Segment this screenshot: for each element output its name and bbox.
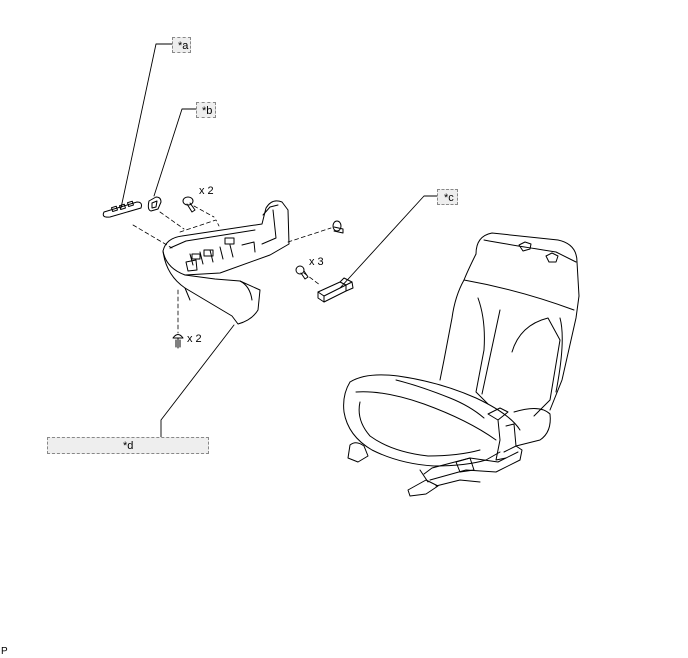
quantity-upper-screws: x 2 <box>199 185 214 197</box>
assembly-lines <box>132 205 332 334</box>
image-id: P <box>1 646 8 657</box>
connector-c <box>317 277 354 303</box>
callout-c-label: *c <box>437 189 458 205</box>
leader-lines <box>120 43 438 438</box>
leader-d <box>160 324 235 438</box>
callout-a-text: *a <box>178 40 189 52</box>
switch-knob-b <box>147 196 162 212</box>
screw-upper <box>182 196 196 213</box>
seat-side-shield-d <box>162 200 290 325</box>
leader-c <box>339 195 438 289</box>
callout-c-text: *c <box>444 192 454 204</box>
screw-lower <box>172 334 184 349</box>
callout-a-label: *a <box>172 37 191 53</box>
callout-b-text: *b <box>202 105 213 117</box>
callout-d-label: *d <box>47 437 209 454</box>
seat-assembly <box>343 232 580 497</box>
leader-a <box>120 43 173 209</box>
quantity-right-screws: x 3 <box>309 256 324 268</box>
callout-b-label: *b <box>196 102 216 118</box>
callout-d-text: *d <box>123 440 134 452</box>
screw-right-top <box>332 220 344 234</box>
quantity-lower-screws: x 2 <box>187 333 202 345</box>
leader-b <box>153 108 197 197</box>
screw-right-middle <box>295 265 309 280</box>
power-seat-switch-a <box>102 200 142 218</box>
